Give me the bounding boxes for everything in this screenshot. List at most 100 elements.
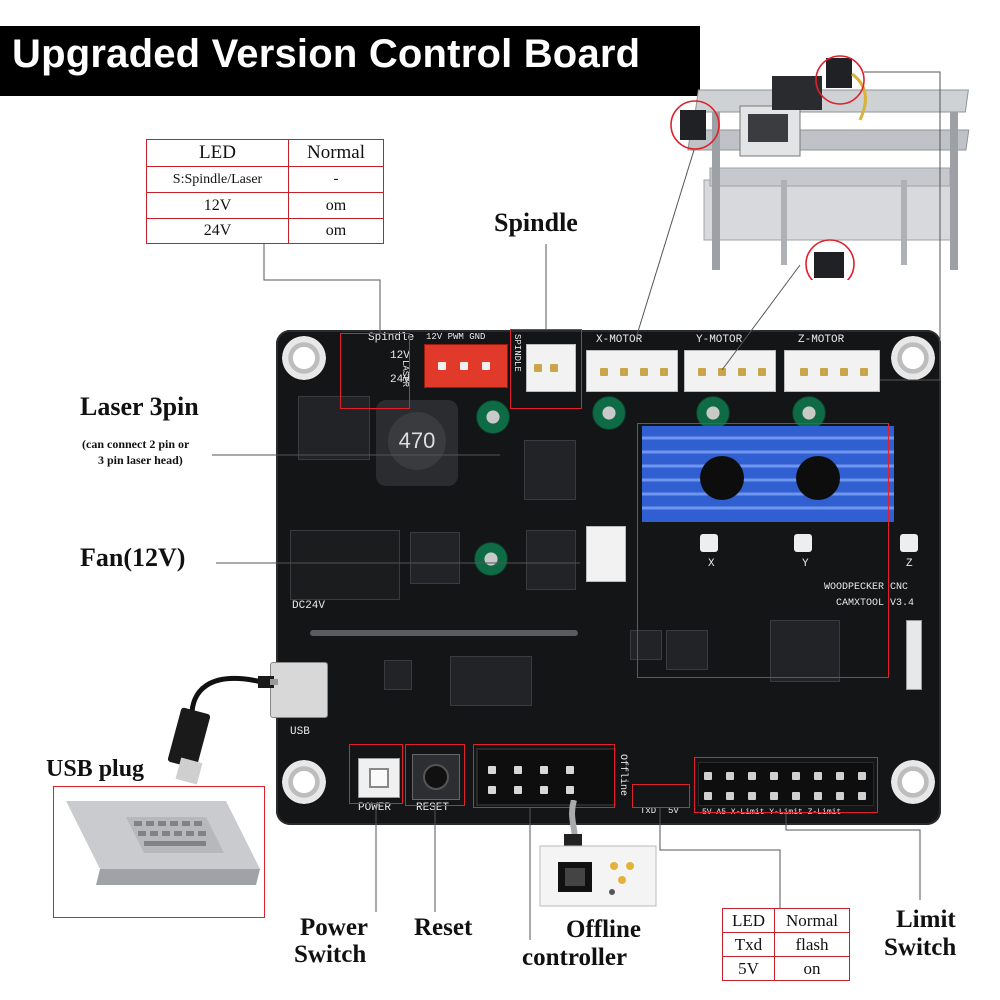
- connector-pin: [488, 766, 496, 774]
- reset-button[interactable]: [423, 764, 449, 790]
- capacitor: [592, 396, 626, 430]
- title-banner: [0, 26, 700, 96]
- usb-serial-chip: [450, 656, 532, 706]
- mounting-hole: [282, 760, 326, 804]
- spindle-label: Spindle: [494, 208, 578, 237]
- fan-connector: [586, 526, 626, 582]
- aux-pin-header: [906, 620, 922, 690]
- silk-24v: 24V: [390, 374, 410, 386]
- connector-pin: [488, 786, 496, 794]
- trimpot-y[interactable]: [794, 534, 812, 552]
- dc-power-jack: [290, 530, 400, 600]
- connector-pin: [770, 772, 778, 780]
- table-cell: 24V: [146, 218, 289, 244]
- silk-pwm: 12V PWM GND: [426, 332, 486, 342]
- connector-pin: [698, 368, 706, 376]
- table-cell: om: [288, 218, 384, 244]
- silk-usb: USB: [290, 726, 310, 738]
- connector-pin: [836, 772, 844, 780]
- connector-pin: [858, 772, 866, 780]
- mosfet: [526, 530, 576, 590]
- silk-12v: 12V: [390, 350, 410, 362]
- power-switch[interactable]: [358, 758, 400, 798]
- table-cell: 5V: [722, 956, 775, 981]
- capacitor: [476, 400, 510, 434]
- connector-pin: [704, 792, 712, 800]
- connector-pin: [600, 368, 608, 376]
- callout-box-reset: [405, 744, 465, 806]
- connector-pin: [540, 766, 548, 774]
- callout-box-led: [632, 784, 690, 808]
- table-header-led: LED: [722, 908, 775, 933]
- table-cell: 12V: [146, 192, 289, 219]
- connector-pin: [640, 368, 648, 376]
- led-status-table-bottom: LED Normal Txd flash 5V on: [722, 908, 850, 981]
- connector-pin: [514, 766, 522, 774]
- silk-dc24v: DC24V: [292, 600, 326, 612]
- silk-axis-y: Y: [802, 558, 809, 570]
- connector-pin: [820, 368, 828, 376]
- connector-pin: [738, 368, 746, 376]
- connector-pin: [814, 772, 822, 780]
- silk-z-motor: Z-MOTOR: [798, 334, 845, 346]
- connector-pin: [860, 368, 868, 376]
- connector-pin: [566, 766, 574, 774]
- power-switch-button[interactable]: [369, 768, 389, 788]
- callout-box-power: [349, 744, 403, 804]
- callout-box-limit: [694, 757, 878, 813]
- connector-pin: [836, 792, 844, 800]
- offline-controller-label-line2: controller: [522, 944, 628, 971]
- mounting-hole: [282, 336, 326, 380]
- connector-pin: [726, 792, 734, 800]
- inductor-label: 470: [388, 412, 446, 470]
- trimpot-z[interactable]: [900, 534, 918, 552]
- voltage-regulator: [298, 396, 370, 460]
- driver-chip: [630, 630, 662, 660]
- connector-pin: [770, 792, 778, 800]
- connector-pin: [566, 786, 574, 794]
- connector-pin: [718, 368, 726, 376]
- connector-pin: [550, 364, 558, 372]
- capacitor: [474, 542, 508, 576]
- usb-port[interactable]: [270, 662, 328, 718]
- mosfet: [410, 532, 460, 584]
- table-cell: om: [288, 192, 384, 219]
- laptop-image: [66, 801, 260, 885]
- reset-button-housing: [412, 754, 460, 800]
- connector-pin: [534, 364, 542, 372]
- silk-x-motor: X-MOTOR: [596, 334, 643, 346]
- callout-box-offline: [473, 744, 615, 808]
- connector-pin: [800, 368, 808, 376]
- crystal-chip: [384, 660, 412, 690]
- limit-switch-label-line1: Limit: [896, 906, 956, 933]
- silk-txd: TxD: [640, 806, 657, 816]
- connector-pin: [792, 792, 800, 800]
- silk-offline: Offline: [617, 754, 628, 797]
- fan-label: Fan(12V): [80, 543, 186, 572]
- silk-spindle: Spindle: [368, 332, 415, 344]
- callout-box-drivers: [637, 423, 889, 678]
- offline-controller-header[interactable]: [476, 748, 616, 806]
- usb-cable-image: [167, 675, 278, 785]
- driver-chip: [666, 630, 708, 670]
- connector-pin: [758, 368, 766, 376]
- power-switch-label-line2: Switch: [294, 941, 367, 968]
- connector-pin: [620, 368, 628, 376]
- connector-pin: [858, 792, 866, 800]
- connector-pin: [748, 772, 756, 780]
- table-cell: flash: [774, 932, 850, 957]
- mosfet: [524, 440, 576, 500]
- table-cell: on: [774, 956, 850, 981]
- led-status-table-top: LED Normal S:Spindle/Laser - 12V om 24V …: [146, 139, 384, 244]
- mounting-hole: [891, 760, 935, 804]
- microcontroller-chip: [770, 620, 840, 682]
- capacitor: [696, 396, 730, 430]
- trimpot-x[interactable]: [700, 534, 718, 552]
- callout-box-spindle-leds: [340, 333, 410, 409]
- silk-y-motor: Y-MOTOR: [696, 334, 743, 346]
- laser-note-line1: (can connect 2 pin or: [82, 437, 190, 451]
- reset-label: Reset: [414, 914, 473, 941]
- table-header-normal: Normal: [774, 908, 850, 933]
- laser-note-line2: 3 pin laser head): [98, 453, 183, 467]
- offline-controller-image: [539, 800, 657, 907]
